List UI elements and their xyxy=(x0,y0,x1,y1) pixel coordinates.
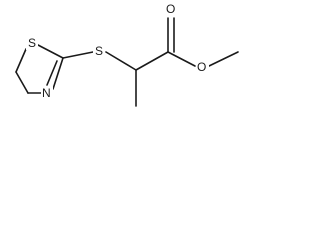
bond-ring-c5-c4 xyxy=(15,71,29,94)
structure-diagram: S S N O O xyxy=(0,0,244,122)
thioether-sulfur-label: S xyxy=(95,44,103,58)
bond-ring-s-c5 xyxy=(15,48,27,73)
carbonyl-oxygen-label: O xyxy=(166,2,175,16)
bond-carbonyl-ester-o xyxy=(167,51,196,67)
bond-s-ch xyxy=(105,51,137,71)
bond-ester-o-methyl xyxy=(208,51,239,67)
bond-ring-s-c2 xyxy=(37,44,64,59)
ring-sulfur-label: S xyxy=(28,36,36,50)
ring-nitrogen-label: N xyxy=(42,86,51,100)
molecule-drawing: S S N O O xyxy=(15,2,239,107)
bond-c2-s xyxy=(62,51,94,59)
bond-ring-n-c2-double xyxy=(46,60,58,86)
bond-ring-n-c2 xyxy=(52,57,64,90)
ester-oxygen-label: O xyxy=(197,60,206,74)
bond-ch-carbonyl xyxy=(135,51,169,71)
